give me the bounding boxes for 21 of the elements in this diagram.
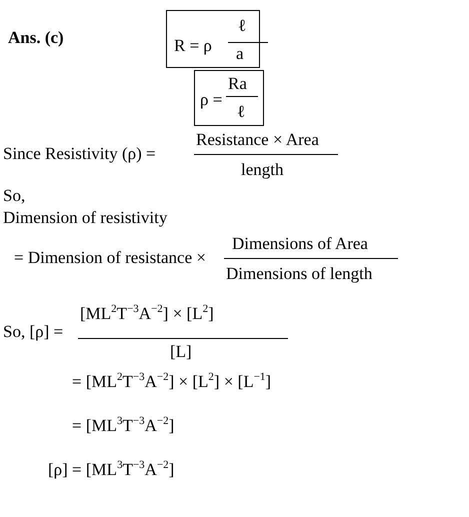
denominator: [L] xyxy=(170,342,192,362)
numerator: Ra xyxy=(228,74,247,94)
statement-text: = Dimension of resistance × xyxy=(14,248,206,268)
denominator: a xyxy=(236,44,244,64)
statement-text: So, xyxy=(3,186,26,206)
formula-text: R = ρ xyxy=(174,36,212,56)
formula-text: ρ = xyxy=(200,90,222,110)
numerator: Dimensions of Area xyxy=(232,234,368,254)
numerator: Resistance × Area xyxy=(196,130,319,150)
numerator: [ML$^{2}$T$^{−3}$A$^{−2}$] × [L$^{2}$] xyxy=(80,304,214,324)
formula-text: = [ML$^{2}$T$^{−3}$A$^{−2}$] × [L$^{2}$] × [L$^{−1}$] xyxy=(72,372,272,392)
denominator: ℓ xyxy=(237,102,246,122)
numerator: ℓ xyxy=(238,16,246,36)
denominator: Dimensions of length xyxy=(226,264,372,284)
answer-heading: Ans. (c) xyxy=(8,28,64,48)
denominator: length xyxy=(241,160,284,180)
statement-text: Since Resistivity (ρ) = xyxy=(3,144,156,164)
formula-text: = [ML$^{3}$T$^{−3}$A$^{−2}$] xyxy=(72,416,174,436)
statement-text: Dimension of resistivity xyxy=(3,208,168,228)
formula-text: So, [ρ] = xyxy=(3,322,64,342)
formula-text: [ρ] = [ML$^{3}$T$^{−3}$A$^{−2}$] xyxy=(48,460,174,480)
